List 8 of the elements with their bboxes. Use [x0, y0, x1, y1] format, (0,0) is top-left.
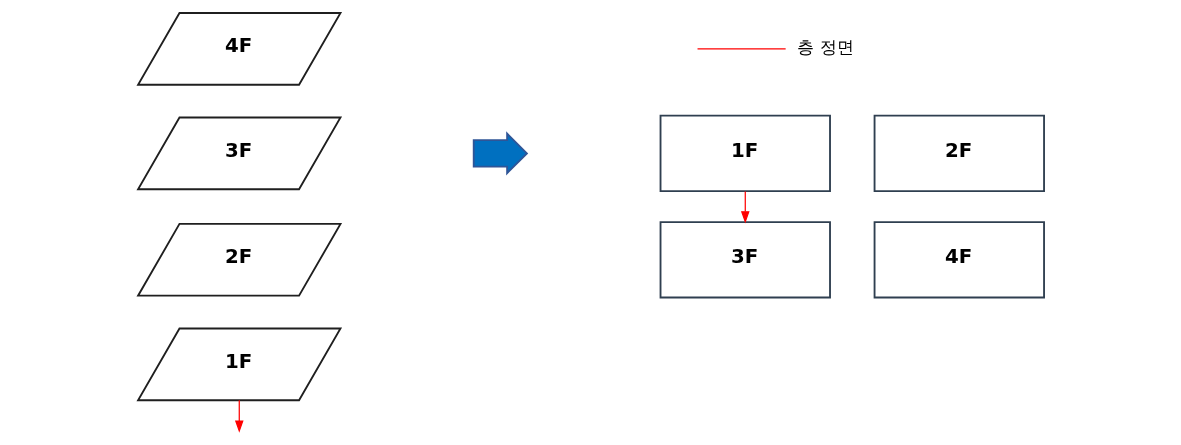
legend-label: 층 정면: [796, 37, 854, 58]
node-box: 2F: [873, 114, 1045, 193]
node-arrow: [472, 131, 528, 176]
node-box: 3F: [659, 221, 831, 299]
arrow: [740, 190, 750, 224]
node-box: 4F: [873, 221, 1045, 299]
arrow: [234, 399, 244, 433]
node-box: 1F: [659, 114, 831, 193]
